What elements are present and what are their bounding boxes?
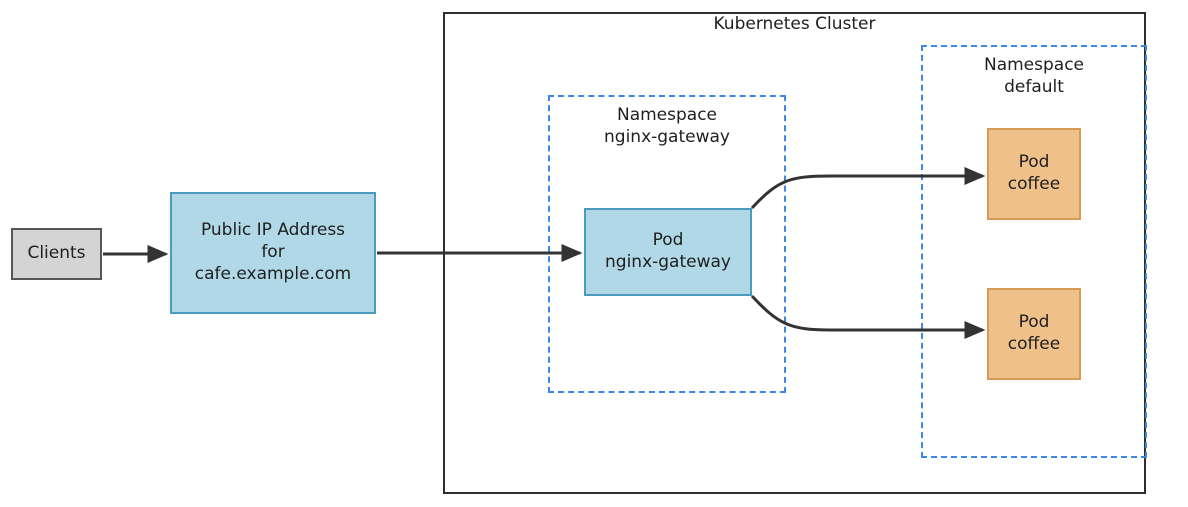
node-public-ip-address[interactable]: Public IP Address for cafe.example.com: [170, 192, 376, 314]
kubernetes-cluster-label: Kubernetes Cluster: [713, 14, 876, 34]
namespace-default-label: Namespace default: [983, 55, 1085, 98]
node-pod-nginx-gateway-label: Pod nginx-gateway: [605, 230, 731, 272]
node-pod-coffee-bottom-label: Pod coffee: [1007, 312, 1061, 354]
node-pod-nginx-gateway[interactable]: Pod nginx-gateway: [584, 208, 752, 296]
namespace-nginx-gateway-boundary: [548, 95, 786, 393]
node-pod-coffee-top[interactable]: Pod coffee: [987, 128, 1081, 220]
node-clients-label: Clients: [27, 243, 86, 264]
node-pod-coffee-top-label: Pod coffee: [1007, 152, 1061, 194]
node-public-ip-address-label: Public IP Address for cafe.example.com: [194, 220, 352, 284]
node-clients[interactable]: Clients: [11, 228, 102, 280]
namespace-nginx-gateway-label: Namespace nginx-gateway: [604, 105, 730, 148]
node-pod-coffee-bottom[interactable]: Pod coffee: [987, 288, 1081, 380]
namespace-default-boundary: [921, 45, 1147, 458]
